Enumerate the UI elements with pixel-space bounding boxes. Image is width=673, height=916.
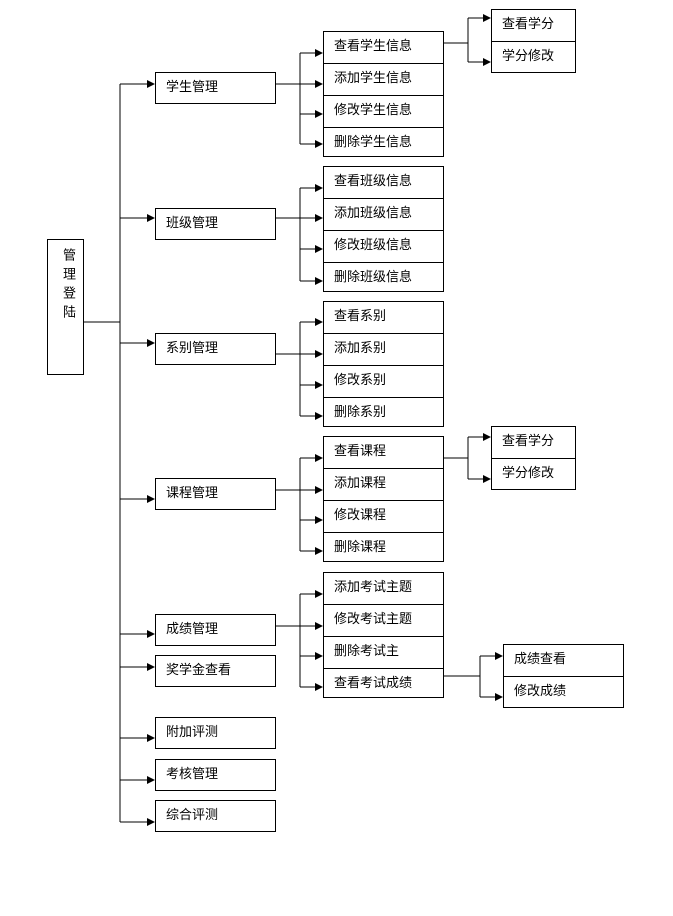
module-label: 成绩管理 — [166, 622, 219, 637]
op-item: 修改班级信息 — [324, 231, 443, 263]
grade-ops-stack: 成绩查看 修改成绩 — [503, 644, 624, 708]
op-item: 添加学生信息 — [324, 64, 443, 96]
op-item: 添加课程 — [324, 469, 443, 501]
op-item: 删除课程 — [334, 540, 387, 555]
module-course: 课程管理 — [155, 478, 276, 510]
op-item: 学分修改 — [502, 466, 555, 481]
op-item: 删除班级信息 — [334, 270, 413, 285]
course-ops-stack: 查看课程 添加课程 修改课程 删除课程 — [323, 436, 444, 562]
module-label: 系别管理 — [166, 341, 219, 356]
op-item: 查看考试成绩 — [334, 676, 413, 691]
op-item: 修改成绩 — [514, 684, 567, 699]
student-ops-stack: 查看学生信息 添加学生信息 修改学生信息 删除学生信息 — [323, 31, 444, 157]
module-label: 班级管理 — [166, 216, 219, 231]
score-ops-stack: 添加考试主题 修改考试主题 删除考试主 查看考试成绩 — [323, 572, 444, 698]
module-department: 系别管理 — [155, 333, 276, 365]
op-item: 删除系别 — [334, 405, 387, 420]
class-ops-stack: 查看班级信息 添加班级信息 修改班级信息 删除班级信息 — [323, 166, 444, 292]
root-node: 管理登陆 — [47, 239, 84, 375]
module-label: 学生管理 — [166, 80, 219, 95]
module-extra-eval: 附加评测 — [155, 717, 276, 749]
module-score: 成绩管理 — [155, 614, 276, 646]
op-item: 修改学生信息 — [324, 96, 443, 128]
op-item: 成绩查看 — [504, 645, 623, 677]
module-student: 学生管理 — [155, 72, 276, 104]
op-item: 修改考试主题 — [324, 605, 443, 637]
op-item: 添加系别 — [324, 334, 443, 366]
op-item: 查看学分 — [492, 427, 575, 459]
op-item: 学分修改 — [502, 49, 555, 64]
module-label: 课程管理 — [166, 486, 219, 501]
module-comprehensive-eval: 综合评测 — [155, 800, 276, 832]
module-label: 附加评测 — [166, 725, 219, 740]
op-item: 查看学生信息 — [324, 32, 443, 64]
module-assessment: 考核管理 — [155, 759, 276, 791]
module-class: 班级管理 — [155, 208, 276, 240]
op-item: 删除学生信息 — [334, 135, 413, 150]
module-label: 综合评测 — [166, 808, 219, 823]
op-item: 添加班级信息 — [324, 199, 443, 231]
op-item: 修改课程 — [324, 501, 443, 533]
credit-ops-stack-course: 查看学分 学分修改 — [491, 426, 576, 490]
op-item: 添加考试主题 — [324, 573, 443, 605]
op-item: 查看系别 — [324, 302, 443, 334]
module-scholarship: 奖学金查看 — [155, 655, 276, 687]
op-item: 修改系别 — [324, 366, 443, 398]
root-label: 管理登陆 — [60, 248, 75, 324]
dept-ops-stack: 查看系别 添加系别 修改系别 删除系别 — [323, 301, 444, 427]
op-item: 查看班级信息 — [324, 167, 443, 199]
module-label: 考核管理 — [166, 767, 219, 782]
op-item: 查看学分 — [492, 10, 575, 42]
credit-ops-stack-student: 查看学分 学分修改 — [491, 9, 576, 73]
module-label: 奖学金查看 — [166, 663, 232, 678]
op-item: 删除考试主 — [324, 637, 443, 669]
op-item: 查看课程 — [324, 437, 443, 469]
